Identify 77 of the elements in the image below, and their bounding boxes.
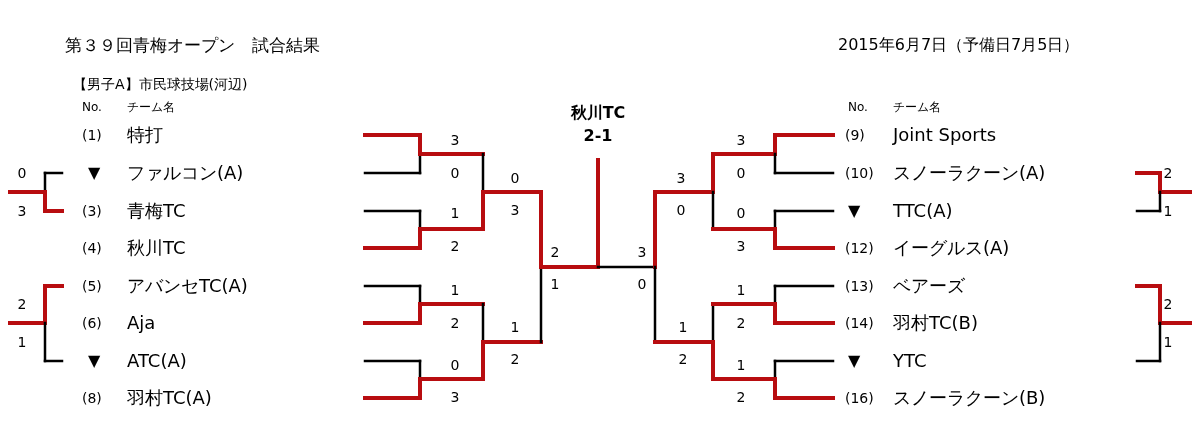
seed-number: (9) (845, 128, 865, 142)
seed-number: (16) (845, 391, 874, 405)
score: 3 (736, 133, 746, 147)
score: 0 (736, 166, 746, 180)
bye-marker: ▼ (848, 203, 861, 219)
score: 0 (17, 166, 27, 180)
score: 2 (450, 239, 460, 253)
score: 1 (736, 283, 746, 297)
seed-number: (10) (845, 166, 874, 180)
team-name: 羽村TC(A) (127, 389, 212, 407)
score: 0 (450, 358, 460, 372)
score: 3 (450, 390, 460, 404)
score: 1 (736, 358, 746, 372)
seed-number: (13) (845, 279, 874, 293)
score: 2 (736, 390, 746, 404)
bye-marker: ▼ (88, 165, 101, 181)
seed-number: (12) (845, 241, 874, 255)
title-text: 第３９回青梅オープン 試合結果 (65, 36, 320, 54)
team-name: 羽村TC(B) (893, 314, 978, 332)
team-name: イーグルス(A) (893, 239, 1010, 257)
seed-number: (4) (82, 241, 102, 255)
team-name: 特打 (127, 126, 163, 144)
score: 0 (676, 203, 686, 217)
team-name: 青梅TC (127, 202, 186, 220)
score: 2 (736, 316, 746, 330)
seed-number: (14) (845, 316, 874, 330)
team-name: スノーラクーン(A) (893, 164, 1046, 182)
score: 1 (510, 320, 520, 334)
score: 3 (510, 203, 520, 217)
score: 2 (510, 352, 520, 366)
column-header: No. (848, 101, 868, 113)
score: 0 (637, 277, 647, 291)
date-text: 2015年6月7日（予備日7月5日） (838, 37, 1080, 53)
seed-number: (5) (82, 279, 102, 293)
score: 2 (450, 316, 460, 330)
team-name: スノーラクーン(B) (893, 389, 1046, 407)
score: 2 (17, 297, 27, 311)
score: 2 (678, 352, 688, 366)
column-header: No. (82, 101, 102, 113)
score: 1 (1163, 335, 1173, 349)
seed-number: (1) (82, 128, 102, 142)
team-name: Aja (127, 314, 156, 332)
seed-number: (6) (82, 316, 102, 330)
team-name: TTC(A) (893, 202, 953, 220)
score: 1 (450, 283, 460, 297)
bye-marker: ▼ (88, 353, 101, 369)
team-name: ATC(A) (127, 352, 187, 370)
champion-name: 秋川TC (570, 105, 626, 121)
score: 1 (678, 320, 688, 334)
bye-marker: ▼ (848, 353, 861, 369)
column-header: チーム名 (893, 101, 941, 113)
score: 3 (450, 133, 460, 147)
score: 3 (637, 245, 647, 259)
score: 2 (550, 245, 560, 259)
venue-heading: 【男子A】市民球技場(河辺) (73, 77, 248, 91)
score: 1 (1163, 204, 1173, 218)
score: 2 (1163, 166, 1173, 180)
team-name: 秋川TC (127, 239, 186, 257)
score: 3 (676, 171, 686, 185)
team-name: Joint Sports (893, 126, 997, 144)
team-name: ファルコン(A) (127, 164, 244, 182)
seed-number: (3) (82, 204, 102, 218)
score: 2 (1163, 297, 1173, 311)
team-name: アバンセTC(A) (127, 277, 248, 295)
column-header: チーム名 (127, 101, 175, 113)
score: 0 (510, 171, 520, 185)
final-score: 2-1 (583, 128, 613, 144)
team-name: YTC (893, 352, 927, 370)
score: 3 (17, 204, 27, 218)
score: 0 (736, 206, 746, 220)
score: 1 (17, 335, 27, 349)
score: 3 (736, 239, 746, 253)
score: 0 (450, 166, 460, 180)
score: 1 (550, 277, 560, 291)
seed-number: (8) (82, 391, 102, 405)
team-name: ベアーズ (893, 277, 965, 295)
score: 1 (450, 206, 460, 220)
